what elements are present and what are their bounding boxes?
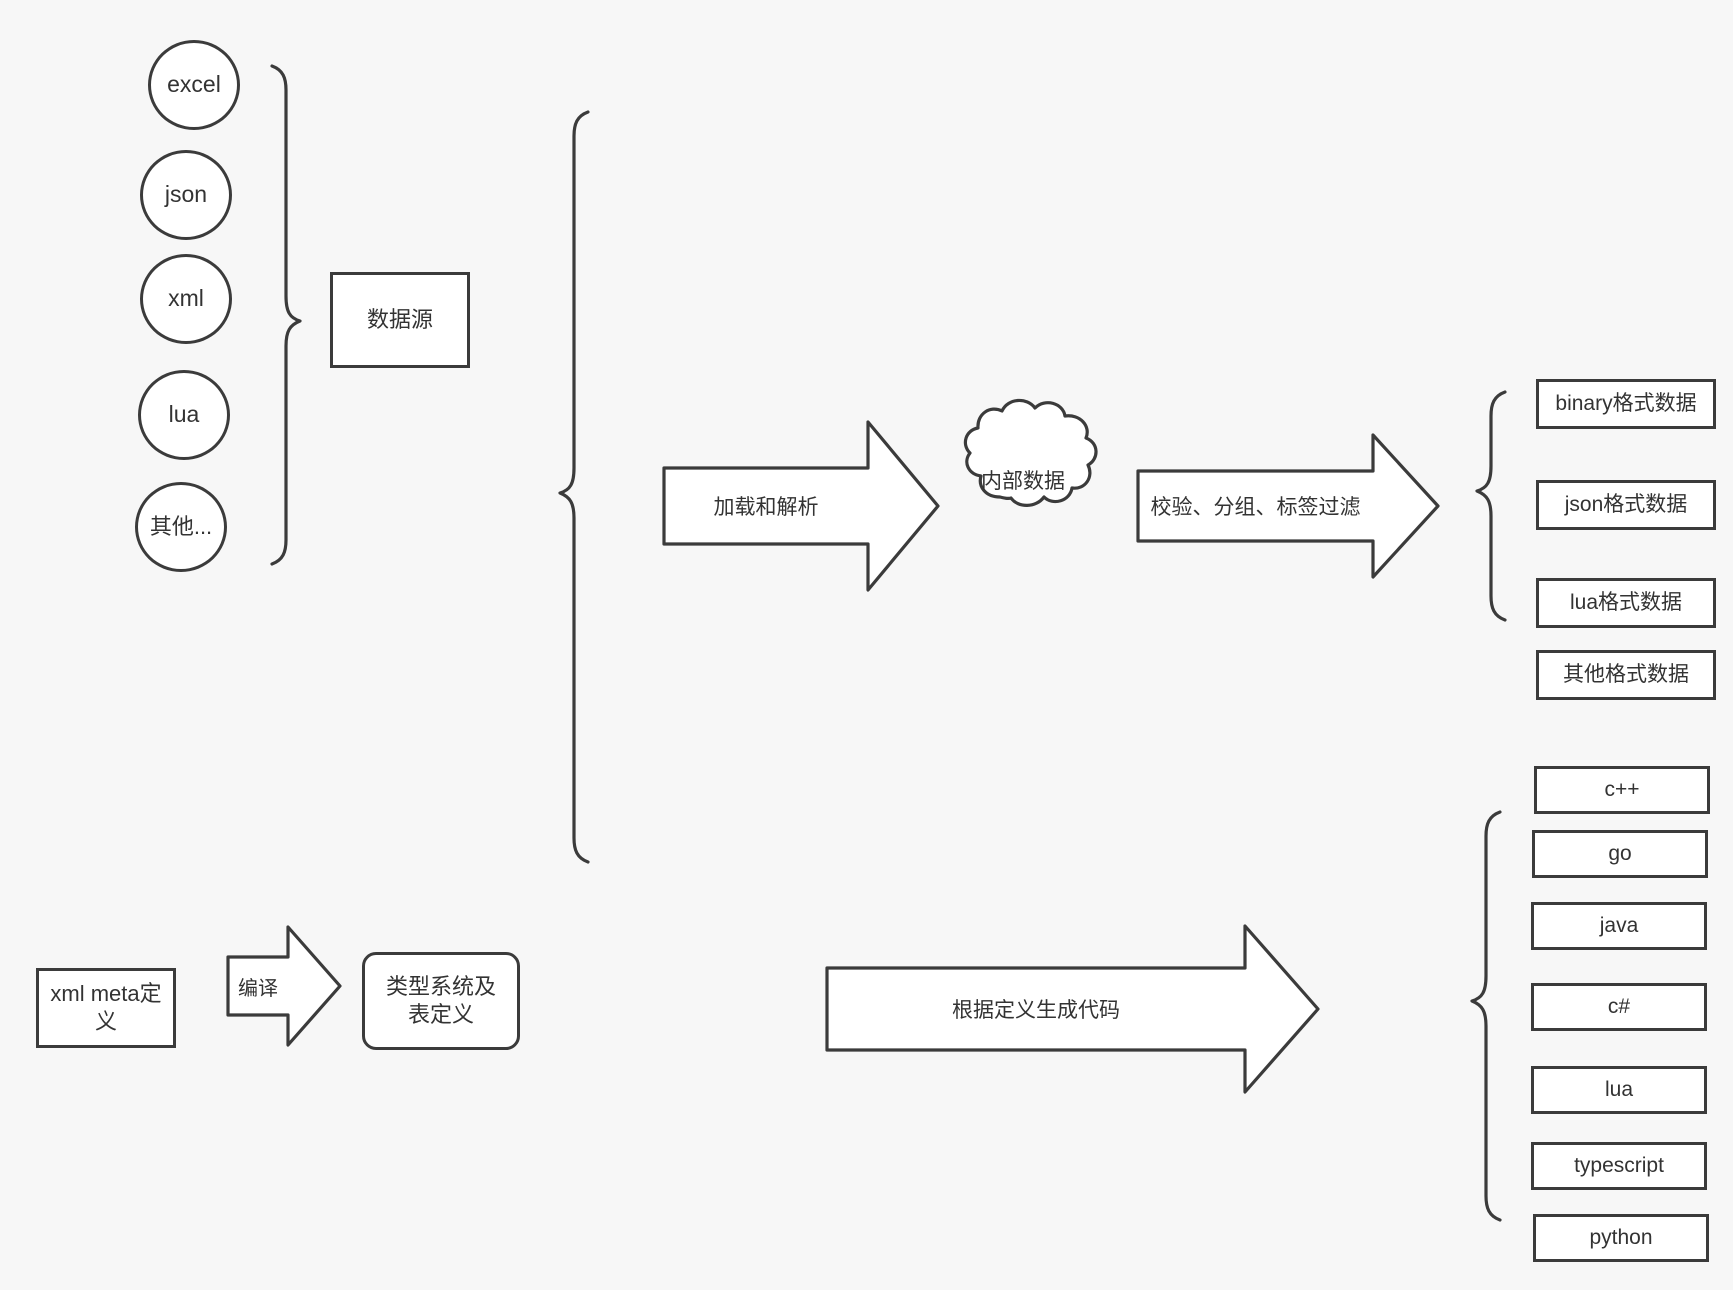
language-label: lua	[1604, 1077, 1634, 1101]
datasource-label: 数据源	[366, 306, 433, 332]
validate-filter-arrow	[1136, 433, 1440, 579]
sources-brace	[270, 64, 302, 566]
language-label: go	[1608, 841, 1632, 865]
output-box-json[interactable]: json格式数据	[1536, 480, 1716, 530]
language-box-cpp[interactable]: c++	[1534, 766, 1710, 814]
type-system-label: 类型系统及表定义	[385, 973, 496, 1027]
source-node-excel[interactable]: excel	[148, 40, 240, 130]
language-label: typescript	[1574, 1153, 1664, 1177]
source-node-json[interactable]: json	[140, 150, 232, 240]
compile-arrow-label: 编译	[238, 977, 278, 1000]
outputs-brace	[1475, 390, 1507, 622]
validate-filter-arrow-label: 校验、分组、标签过滤	[1150, 496, 1361, 519]
load-parse-arrow-label: 加载和解析	[713, 496, 819, 519]
source-label: excel	[167, 71, 221, 98]
output-label: json格式数据	[1564, 492, 1688, 516]
language-label: c++	[1604, 777, 1640, 801]
datasource-box[interactable]: 数据源	[330, 272, 470, 368]
output-box-other[interactable]: 其他格式数据	[1536, 650, 1716, 700]
source-label: lua	[168, 401, 200, 428]
language-box-csharp[interactable]: c#	[1531, 983, 1707, 1031]
output-label: lua格式数据	[1569, 590, 1683, 614]
language-box-typescript[interactable]: typescript	[1531, 1142, 1707, 1190]
internal-data-cloud	[963, 398, 1098, 507]
language-box-go[interactable]: go	[1532, 830, 1708, 878]
output-box-binary[interactable]: binary格式数据	[1536, 379, 1716, 429]
source-label: json	[164, 181, 208, 208]
xml-meta-definition-label: xml meta定义	[50, 980, 162, 1034]
output-label: binary格式数据	[1555, 391, 1697, 415]
xml-meta-definition-box[interactable]: xml meta定义	[36, 968, 176, 1048]
pipeline-input-brace	[558, 110, 590, 864]
codegen-arrow	[825, 924, 1320, 1094]
compile-arrow	[226, 925, 342, 1047]
language-label: c#	[1607, 994, 1631, 1018]
source-label: xml	[168, 285, 204, 312]
language-box-python[interactable]: python	[1533, 1214, 1709, 1262]
language-box-lua[interactable]: lua	[1531, 1066, 1707, 1114]
codegen-arrow-label: 根据定义生成代码	[952, 999, 1120, 1022]
language-box-java[interactable]: java	[1531, 902, 1707, 950]
language-label: java	[1599, 913, 1639, 937]
internal-data-label: 内部数据	[981, 470, 1065, 493]
source-node-lua[interactable]: lua	[138, 370, 230, 460]
type-system-box[interactable]: 类型系统及表定义	[362, 952, 520, 1050]
languages-brace	[1470, 810, 1502, 1222]
load-parse-arrow	[662, 420, 940, 592]
output-box-lua[interactable]: lua格式数据	[1536, 578, 1716, 628]
source-node-other[interactable]: 其他...	[135, 482, 227, 572]
output-label: 其他格式数据	[1563, 662, 1689, 686]
language-label: python	[1589, 1225, 1653, 1249]
source-label: 其他...	[149, 513, 213, 539]
source-node-xml[interactable]: xml	[140, 254, 232, 344]
